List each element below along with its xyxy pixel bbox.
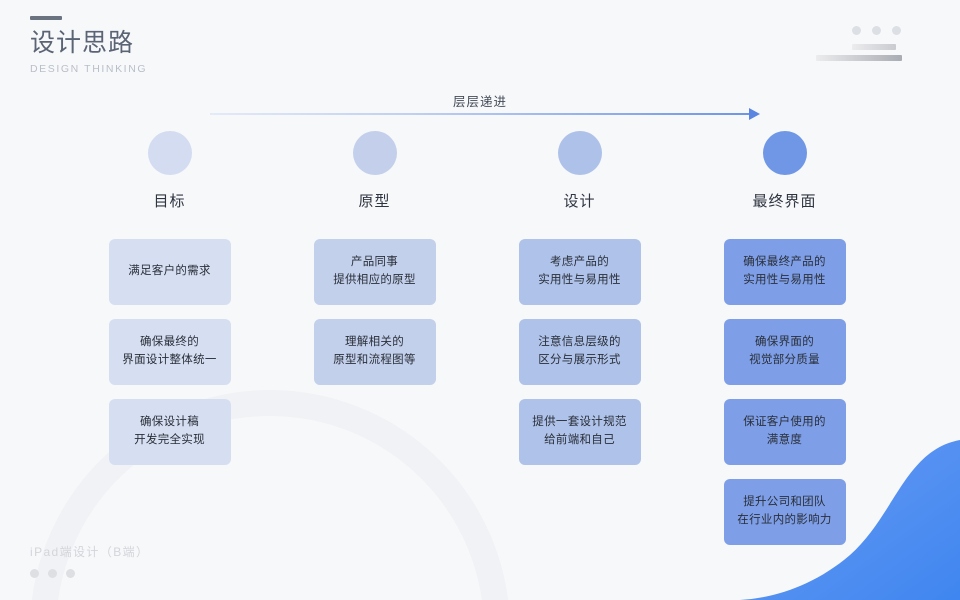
card-line: 确保设计稿 bbox=[140, 416, 199, 429]
progression-arrow bbox=[210, 108, 760, 120]
card-item[interactable]: 满足客户的需求 bbox=[108, 239, 231, 305]
card-list-prototype: 产品同事 提供相应的原型 理解相关的 原型和流程图等 bbox=[313, 239, 436, 385]
card-line: 实用性与易用性 bbox=[538, 274, 621, 286]
footer-dot bbox=[48, 569, 57, 578]
decoration-dot bbox=[892, 26, 901, 35]
card-list-final-ui: 确保最终产品的 实用性与易用性 确保界面的 视觉部分质量 保证客户使用的 满意度… bbox=[723, 239, 846, 545]
decoration-bar-short bbox=[852, 44, 896, 50]
card-item[interactable]: 确保最终的 界面设计整体统一 bbox=[108, 319, 231, 385]
stage-label-goal: 目标 bbox=[153, 193, 186, 210]
card-item[interactable]: 提升公司和团队 在行业内的影响力 bbox=[723, 479, 846, 545]
card-item[interactable]: 确保界面的 视觉部分质量 bbox=[723, 319, 846, 385]
card-line: 提供一套设计规范 bbox=[532, 416, 627, 429]
page-footer: iPad端设计（B端） bbox=[30, 543, 149, 578]
card-line: 确保界面的 bbox=[755, 336, 814, 349]
footer-dot-group bbox=[30, 569, 149, 578]
stage-label-design: 设计 bbox=[563, 193, 596, 210]
card-line: 实用性与易用性 bbox=[743, 274, 826, 286]
card-item[interactable]: 产品同事 提供相应的原型 bbox=[313, 239, 436, 305]
footer-dot bbox=[66, 569, 75, 578]
arrow-line bbox=[210, 113, 750, 115]
card-line: 提供相应的原型 bbox=[333, 274, 416, 286]
page-header: 设计思路 DESIGN THINKING bbox=[30, 16, 147, 75]
card-line: 保证客户使用的 bbox=[743, 416, 826, 429]
card-line: 开发完全实现 bbox=[134, 434, 205, 446]
decoration-dot bbox=[852, 26, 861, 35]
progression-label: 层层递进 bbox=[452, 95, 507, 109]
card-line: 理解相关的 bbox=[345, 336, 404, 349]
card-line: 视觉部分质量 bbox=[749, 354, 820, 366]
card-line: 考虑产品的 bbox=[550, 256, 609, 269]
stage-circle-design bbox=[557, 131, 602, 175]
decoration-bar-long bbox=[816, 55, 902, 61]
card-line: 满足客户的需求 bbox=[128, 265, 211, 278]
card-item[interactable]: 确保设计稿 开发完全实现 bbox=[108, 399, 231, 465]
card-item[interactable]: 理解相关的 原型和流程图等 bbox=[313, 319, 436, 385]
card-list-goal: 满足客户的需求 确保最终的 界面设计整体统一 确保设计稿 开发完全实现 bbox=[108, 239, 231, 465]
card-line: 提升公司和团队 bbox=[743, 496, 826, 509]
arrow-head-icon bbox=[749, 108, 760, 120]
stage-circle-prototype bbox=[352, 131, 397, 175]
stage-column-design: 设计 考虑产品的 实用性与易用性 注意信息层级的 区分与展示形式 提供一套设计规… bbox=[477, 131, 682, 545]
decoration-dot-group bbox=[816, 26, 936, 35]
card-item[interactable]: 确保最终产品的 实用性与易用性 bbox=[723, 239, 846, 305]
card-item[interactable]: 注意信息层级的 区分与展示形式 bbox=[518, 319, 641, 385]
card-line: 给前端和自己 bbox=[544, 434, 615, 446]
card-line: 注意信息层级的 bbox=[538, 336, 621, 349]
footer-dot bbox=[30, 569, 39, 578]
stage-columns: 目标 满足客户的需求 确保最终的 界面设计整体统一 确保设计稿 开发完全实现 原… bbox=[0, 131, 960, 545]
card-line: 满意度 bbox=[766, 434, 803, 446]
card-item[interactable]: 保证客户使用的 满意度 bbox=[723, 399, 846, 465]
decoration-dot bbox=[872, 26, 881, 35]
stage-column-final-ui: 最终界面 确保最终产品的 实用性与易用性 确保界面的 视觉部分质量 保证客户使用… bbox=[682, 131, 887, 545]
card-line: 界面设计整体统一 bbox=[122, 354, 217, 366]
header-decoration bbox=[816, 26, 936, 61]
card-item[interactable]: 提供一套设计规范 给前端和自己 bbox=[518, 399, 641, 465]
stage-circle-final-ui bbox=[762, 131, 807, 175]
card-line: 原型和流程图等 bbox=[333, 354, 416, 366]
card-line: 确保最终的 bbox=[140, 336, 199, 349]
stage-column-prototype: 原型 产品同事 提供相应的原型 理解相关的 原型和流程图等 bbox=[272, 131, 477, 545]
stage-circle-goal bbox=[147, 131, 192, 175]
page-subtitle: DESIGN THINKING bbox=[30, 62, 148, 75]
footer-label: iPad端设计（B端） bbox=[30, 545, 150, 559]
stage-column-goal: 目标 满足客户的需求 确保最终的 界面设计整体统一 确保设计稿 开发完全实现 bbox=[67, 131, 272, 545]
card-line: 确保最终产品的 bbox=[743, 256, 826, 269]
page-title: 设计思路 bbox=[30, 29, 135, 57]
card-line: 产品同事 bbox=[350, 256, 399, 269]
stage-label-prototype: 原型 bbox=[358, 193, 391, 210]
card-item[interactable]: 考虑产品的 实用性与易用性 bbox=[518, 239, 641, 305]
card-list-design: 考虑产品的 实用性与易用性 注意信息层级的 区分与展示形式 提供一套设计规范 给… bbox=[518, 239, 641, 465]
stage-label-final-ui: 最终界面 bbox=[752, 193, 817, 210]
title-accent-bar bbox=[30, 16, 62, 20]
card-line: 区分与展示形式 bbox=[538, 354, 621, 366]
card-line: 在行业内的影响力 bbox=[737, 514, 832, 526]
